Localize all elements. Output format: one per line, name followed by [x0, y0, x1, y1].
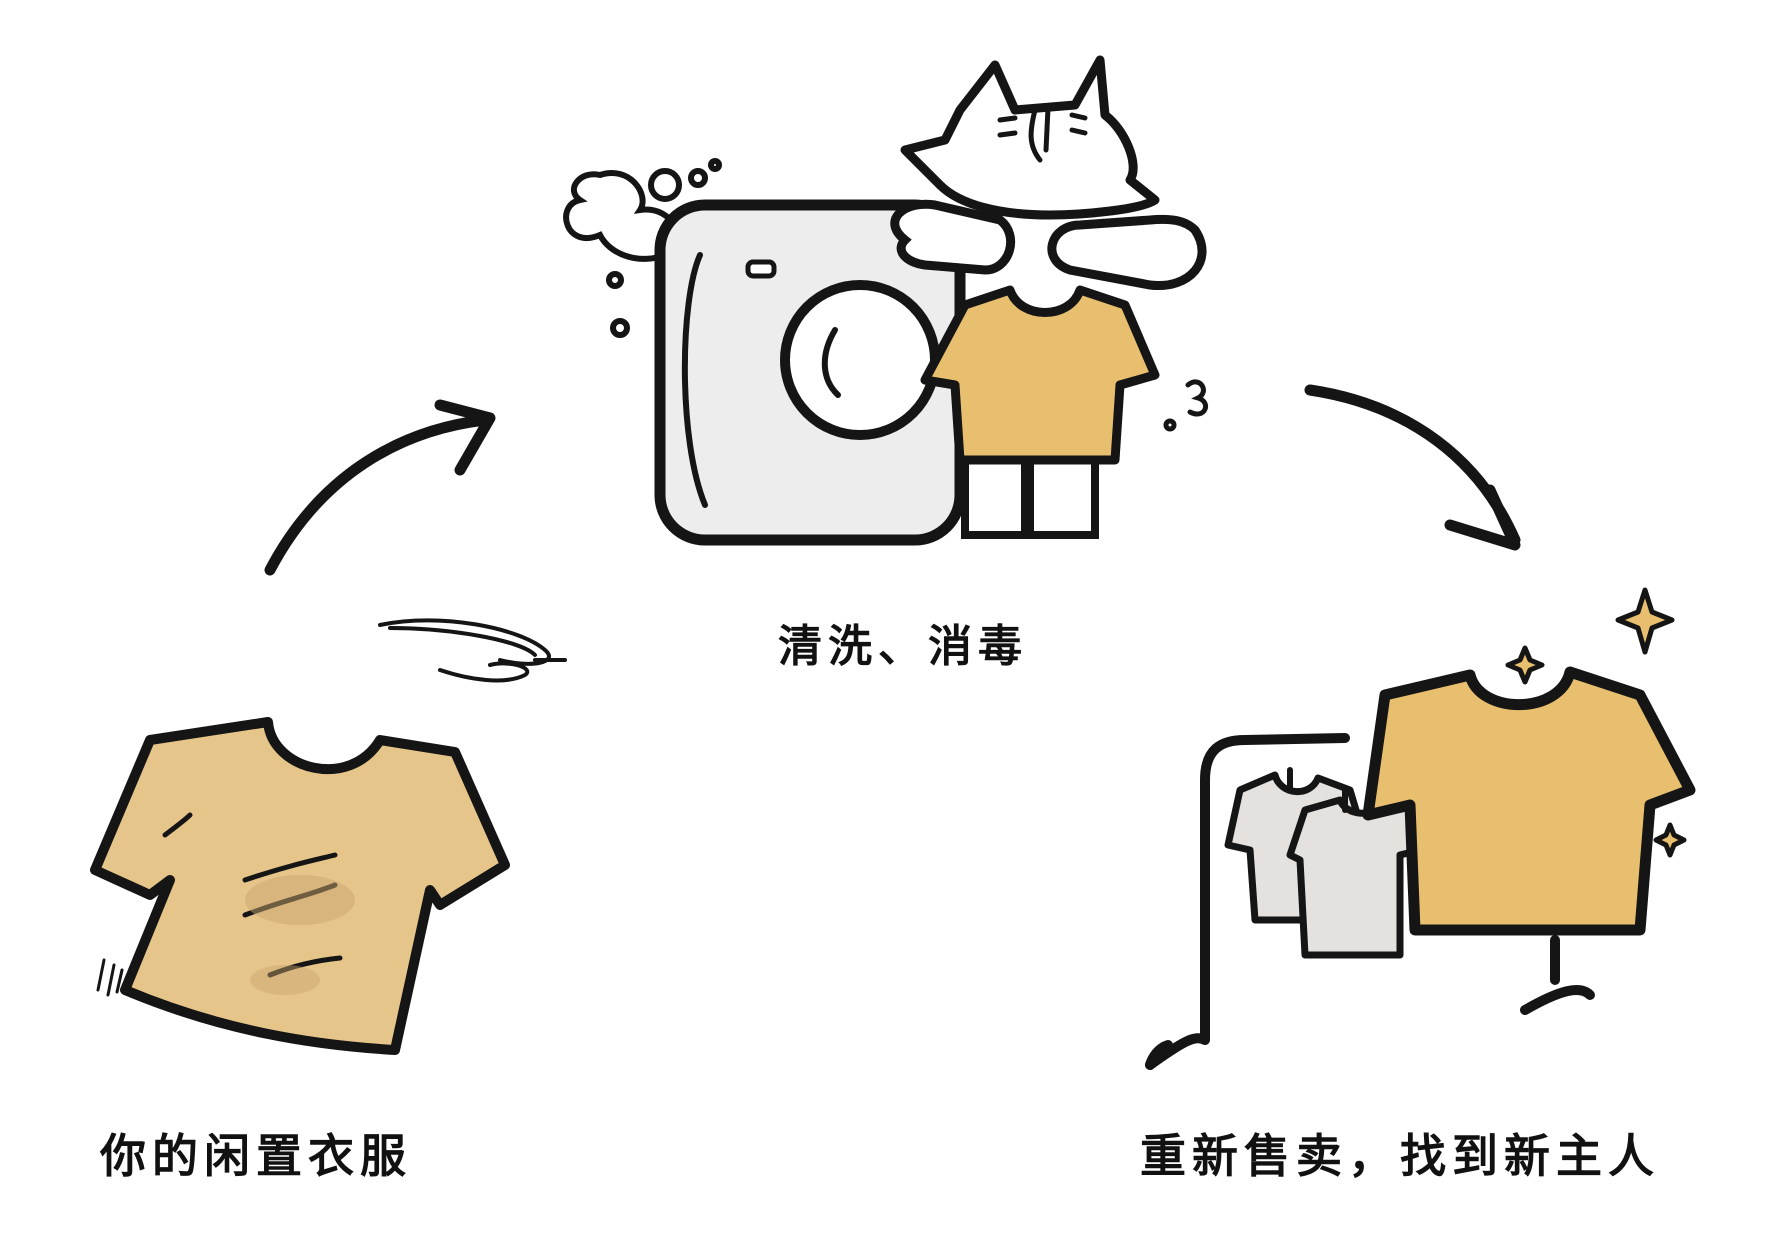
porthole — [780, 280, 940, 440]
clothes-rack-icon — [1145, 733, 1595, 1070]
sparkle-icon — [1505, 587, 1687, 858]
clean-shirt-icon — [1362, 666, 1696, 936]
step-label-idle-clothes: 你的闲置衣服 — [100, 1129, 412, 1183]
wind-swirl-icon — [378, 618, 567, 683]
cat-icon — [890, 55, 1209, 539]
motion-lines-icon — [96, 958, 124, 997]
washing-machine-icon — [563, 158, 966, 546]
bubbles-icon — [563, 158, 722, 338]
held-shirt — [920, 285, 1160, 465]
step-label-resell: 重新售卖，找到新主人 — [1140, 1129, 1660, 1183]
worn-shirt-icon — [90, 618, 567, 1055]
arrow-icon — [1304, 384, 1521, 551]
step-label-wash-disinfect: 清洗、消毒 — [778, 621, 1028, 672]
arrow-icon — [264, 399, 496, 576]
